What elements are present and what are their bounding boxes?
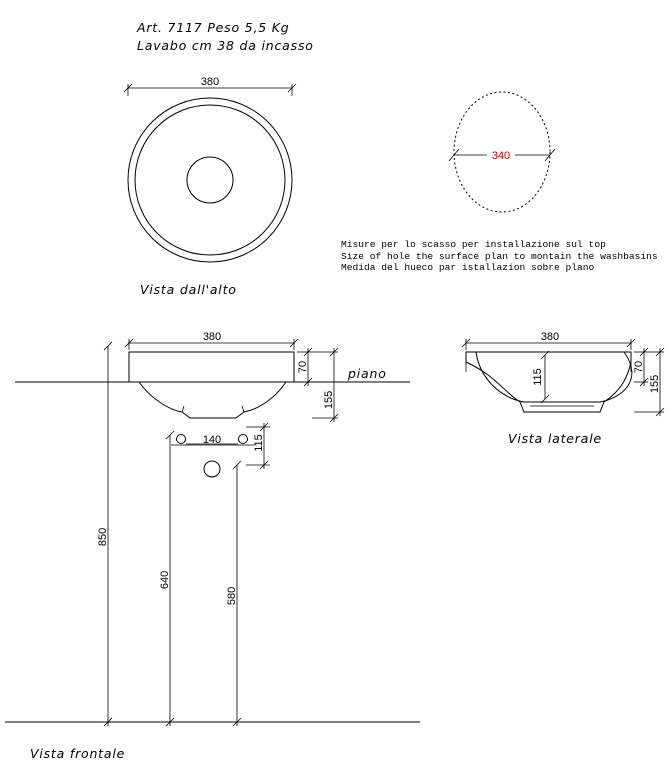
cutout-note-it: Misure per lo scasso per installazione s…: [341, 239, 606, 250]
side-dim-depth: 155: [649, 375, 661, 393]
basin-inner-rim: [134, 104, 286, 256]
front-dim-total: 850: [97, 528, 109, 546]
side-view: 380 115 70 155 Vista laterale: [461, 331, 665, 446]
front-view: piano 380 70 155 140: [5, 331, 420, 761]
side-view-label: Vista laterale: [508, 431, 602, 446]
side-outer-profile: [465, 351, 632, 413]
side-dim-inner: 115: [532, 368, 544, 386]
front-dim-580: 580: [226, 587, 238, 605]
front-bowl: [138, 381, 287, 419]
side-inner-profile: [475, 351, 633, 403]
front-dim-width: 380: [203, 331, 221, 343]
top-dim-width: 380: [201, 76, 219, 88]
front-rim: [128, 351, 295, 383]
top-view: 380 Vista dall'alto: [123, 76, 297, 297]
side-dim-width: 380: [541, 331, 559, 343]
fixing-hole-left: [176, 434, 186, 444]
cutout-note-es: Medida del hueco par istallazion sobre p…: [341, 262, 595, 273]
cutout-dim: 340: [492, 150, 510, 162]
front-dim-holes-offset: 115: [253, 434, 265, 452]
counter-label: piano: [347, 366, 387, 381]
front-dim-holes: 140: [203, 434, 221, 446]
basin-outer-rim: [127, 97, 293, 263]
header-line-1: Art. 7117 Peso 5,5 Kg: [136, 20, 289, 35]
front-dim-depth: 155: [323, 391, 335, 409]
header-line-2: Lavabo cm 38 da incasso: [137, 38, 314, 53]
cutout-view: 340 Misure per lo scasso per installazio…: [341, 91, 658, 273]
front-dim-rim: 70: [297, 361, 309, 373]
front-view-label: Vista frontale: [30, 746, 125, 761]
fixing-hole-right: [238, 434, 248, 444]
cutout-ellipse: [453, 91, 551, 213]
cutout-note-en: Size of hole the surface plan to montain…: [341, 251, 658, 262]
top-view-label: Vista dall'alto: [140, 282, 237, 297]
drain-circle: [186, 156, 234, 204]
front-dim-640: 640: [159, 571, 171, 589]
side-dim-rim: 70: [633, 361, 645, 373]
drain-pipe-hole: [203, 460, 221, 478]
